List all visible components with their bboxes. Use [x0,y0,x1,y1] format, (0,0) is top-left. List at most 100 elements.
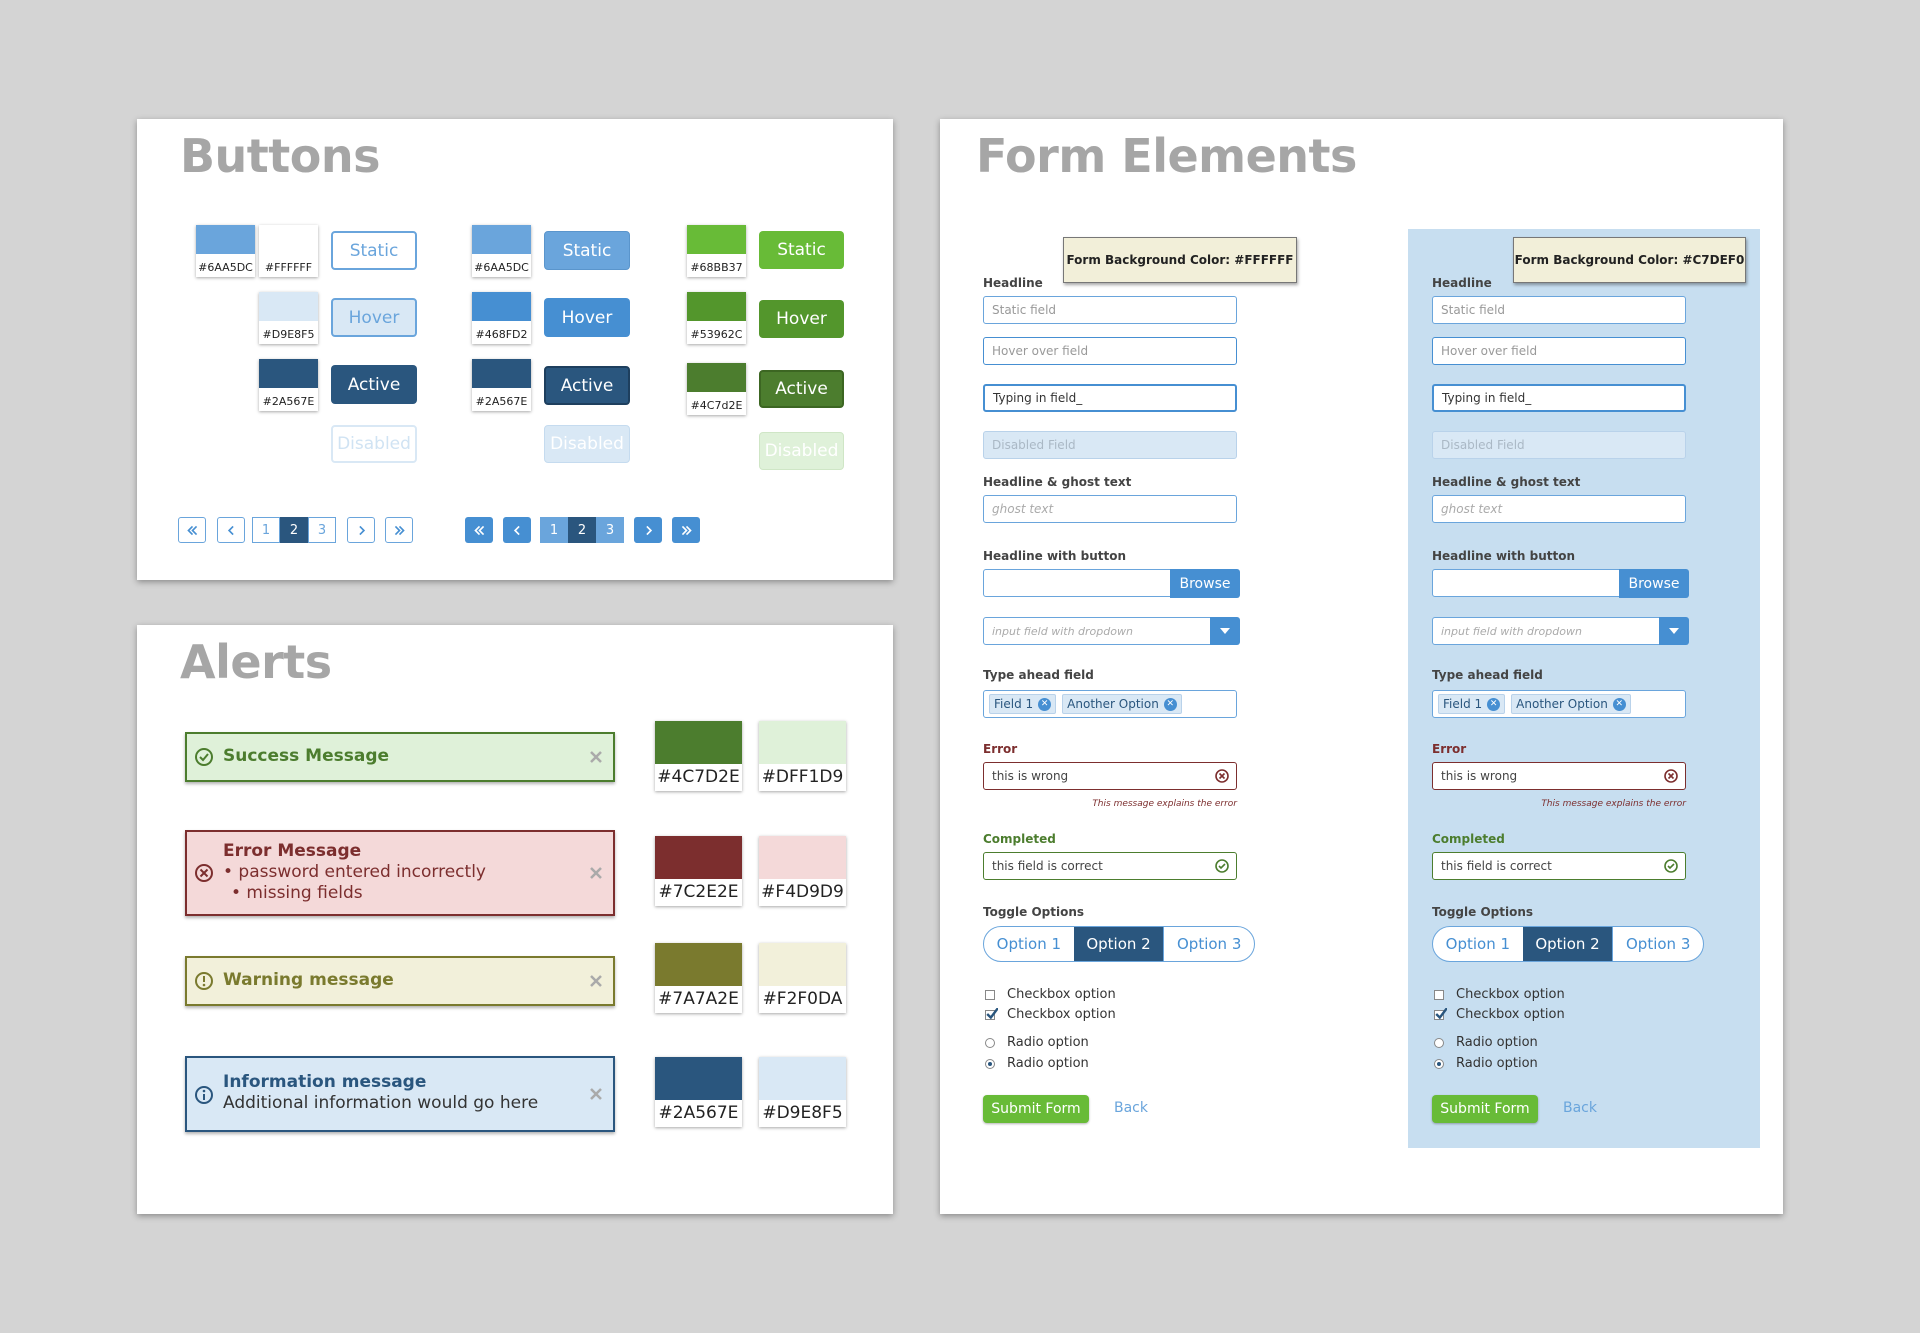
static-blue-button[interactable]: Static [544,231,630,270]
toggle-option-2[interactable]: Option 2 [1522,927,1613,961]
double-chevron-left-icon [473,525,484,535]
color-swatch: #7A7A2E [655,943,742,1013]
swatch: #2A567E [259,359,318,411]
checkbox-option[interactable]: Checkbox option [1434,1007,1565,1022]
toggle-option-1[interactable]: Option 1 [1445,935,1511,953]
completed-field[interactable]: this field is correct [983,852,1237,880]
remove-chip-icon[interactable]: ✕ [1487,697,1501,711]
prev-page-button[interactable] [217,517,245,543]
error-message: This message explains the error [1541,799,1686,809]
swatch: #68BB37 [687,225,746,277]
first-page-button[interactable] [465,517,493,543]
toggle-option-1[interactable]: Option 1 [996,935,1062,953]
hover-field[interactable]: Hover over field [983,337,1237,365]
buttons-title: Buttons [180,129,381,183]
browse-button[interactable]: Browse [1170,569,1240,598]
completed-label: Completed [1432,832,1505,846]
caret-down-icon [1669,628,1679,634]
browse-input[interactable] [1432,569,1620,597]
error-field[interactable]: this is wrong [1432,762,1686,790]
typeahead-field[interactable]: Field 1✕ Another Option✕ [1432,690,1686,718]
close-icon[interactable] [589,1087,603,1101]
active-green-button[interactable]: Active [759,370,844,408]
remove-chip-icon[interactable]: ✕ [1038,697,1052,711]
toggle-option-2[interactable]: Option 2 [1073,927,1164,961]
hover-field[interactable]: Hover over field [1432,337,1686,365]
close-icon[interactable] [589,750,603,764]
checkbox-unchecked[interactable] [1434,989,1444,1000]
typing-field[interactable]: Typing in field_ [1432,384,1686,412]
ghost-text-field[interactable]: ghost text [983,495,1237,523]
first-page-button[interactable] [178,517,206,543]
radio-unselected[interactable] [985,1037,995,1048]
active-blue-button[interactable]: Active [544,366,630,405]
hover-outline-button[interactable]: Hover [331,298,417,337]
submit-form-button[interactable]: Submit Form [1432,1095,1538,1123]
chevron-left-icon [227,525,234,535]
checkbox-checked[interactable] [1434,1007,1447,1020]
radio-selected[interactable] [1434,1058,1444,1069]
remove-chip-icon[interactable]: ✕ [1612,697,1626,711]
check-circle-icon [195,748,213,766]
last-page-button[interactable] [385,517,413,543]
back-link[interactable]: Back [1114,1100,1148,1116]
radio-option[interactable]: Radio option [985,1056,1089,1071]
page-1-button[interactable]: 1 [252,517,280,543]
hover-green-button[interactable]: Hover [759,300,844,338]
remove-chip-icon[interactable]: ✕ [1163,697,1177,711]
browse-button[interactable]: Browse [1619,569,1689,598]
headline-label: Headline [983,276,1043,290]
hover-blue-button[interactable]: Hover [544,298,630,337]
checkbox-option[interactable]: Checkbox option [1434,987,1565,1002]
checkbox-option[interactable]: Checkbox option [985,1007,1116,1022]
page-3-button[interactable]: 3 [596,517,624,543]
page-2-button[interactable]: 2 [280,517,308,543]
browse-input[interactable] [983,569,1171,597]
warning-alert: Warning message [185,956,615,1006]
error-field[interactable]: this is wrong [983,762,1237,790]
back-link[interactable]: Back [1563,1100,1597,1116]
page-3-button[interactable]: 3 [308,517,336,543]
static-green-button[interactable]: Static [759,231,844,269]
radio-selected[interactable] [985,1058,995,1069]
swatch: #2A567E [472,359,531,411]
radio-option[interactable]: Radio option [1434,1035,1538,1050]
dropdown-input[interactable]: input field with dropdown [1432,617,1660,645]
error-x-icon [1215,769,1229,783]
info-circle-icon [195,1086,213,1104]
submit-form-button[interactable]: Submit Form [983,1095,1089,1123]
prev-page-button[interactable] [503,517,531,543]
checkbox-unchecked[interactable] [985,989,995,1000]
static-outline-button[interactable]: Static [331,231,417,270]
static-field[interactable]: Static field [983,296,1237,324]
typing-field[interactable]: Typing in field_ [983,384,1237,412]
color-swatch: #F4D9D9 [759,836,846,906]
page-2-button[interactable]: 2 [568,517,596,543]
caret-down-icon [1220,628,1230,634]
checkbox-option[interactable]: Checkbox option [985,987,1116,1002]
radio-option[interactable]: Radio option [1434,1056,1538,1071]
ghost-text-field[interactable]: ghost text [1432,495,1686,523]
close-icon[interactable] [589,866,603,880]
checkbox-checked[interactable] [985,1007,998,1020]
dropdown-toggle[interactable] [1210,617,1240,645]
dropdown-input[interactable]: input field with dropdown [983,617,1211,645]
dropdown-toggle[interactable] [1659,617,1689,645]
typeahead-field[interactable]: Field 1✕ Another Option✕ [983,690,1237,718]
toggle-option-3[interactable]: Option 3 [1163,927,1254,961]
next-page-button[interactable] [634,517,662,543]
static-field[interactable]: Static field [1432,296,1686,324]
alert-title: Success Message [223,746,390,766]
active-outline-button[interactable]: Active [331,365,417,404]
form-white: Form Background Color: #FFFFFF Headline … [983,119,1313,1214]
completed-field[interactable]: this field is correct [1432,852,1686,880]
disabled-field: Disabled Field [1432,431,1686,459]
color-swatch: #DFF1D9 [759,721,846,791]
toggle-option-3[interactable]: Option 3 [1612,927,1703,961]
close-icon[interactable] [589,974,603,988]
page-1-button[interactable]: 1 [540,517,568,543]
last-page-button[interactable] [672,517,700,543]
radio-option[interactable]: Radio option [985,1035,1089,1050]
radio-unselected[interactable] [1434,1037,1444,1048]
next-page-button[interactable] [347,517,375,543]
